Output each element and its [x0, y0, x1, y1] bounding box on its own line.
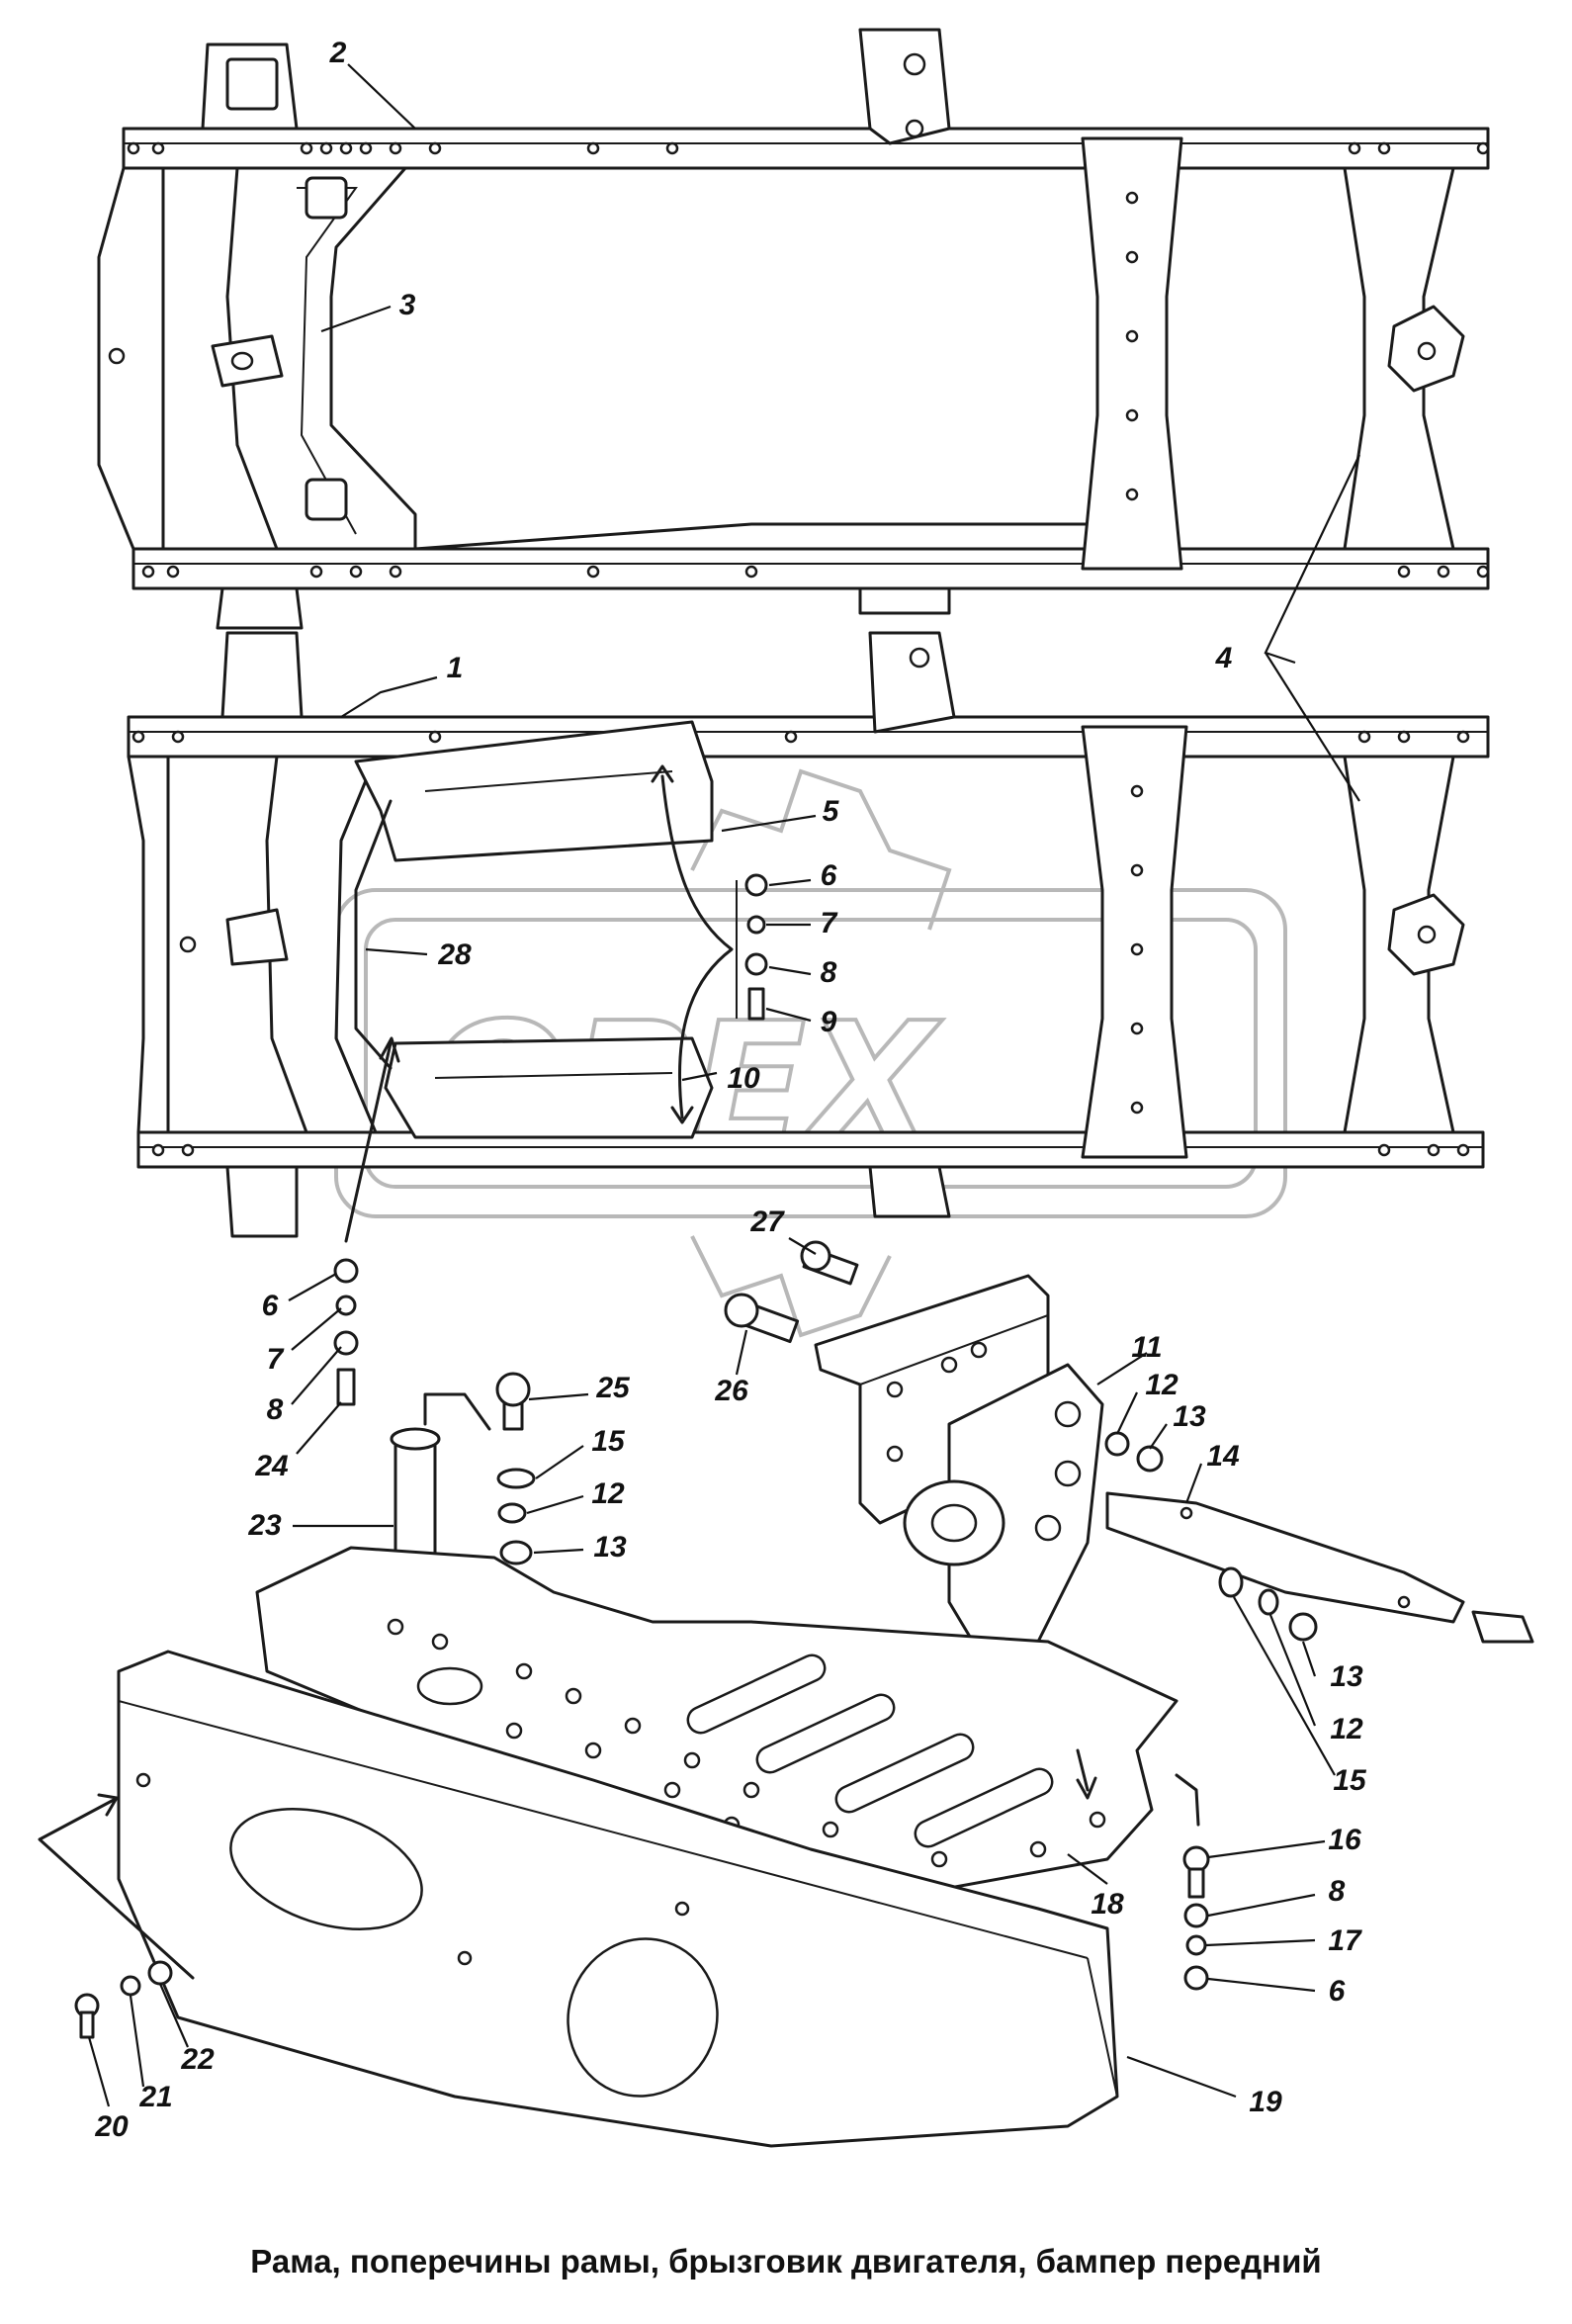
callouts: 2 3 4 1 5 6 7 8 9 28 10 27 6 7 8 24 26 1… [94, 37, 1367, 2143]
callout-23: 23 [247, 1509, 282, 1542]
callout-17: 17 [1328, 1924, 1362, 1957]
fastener-stack-right [1175, 1566, 1318, 1991]
callout-9: 9 [821, 1006, 837, 1038]
callout-22: 22 [180, 2043, 215, 2076]
lower-frame [127, 631, 1490, 1243]
callout-15-right: 15 [1333, 1764, 1367, 1797]
leader-lines [87, 63, 1360, 2107]
figure-caption: Рама, поперечины рамы, брызговик двигате… [250, 2243, 1322, 2279]
callout-19: 19 [1249, 2086, 1282, 2118]
callout-28: 28 [437, 939, 472, 971]
callout-26: 26 [714, 1375, 748, 1407]
callout-18: 18 [1091, 1888, 1124, 1921]
callout-12-mid: 12 [591, 1477, 625, 1510]
bumper-19 [38, 1650, 1119, 2148]
callout-25: 25 [595, 1372, 631, 1404]
callout-6-right: 6 [1329, 1975, 1346, 2008]
callout-3: 3 [399, 289, 416, 321]
callout-1: 1 [447, 652, 464, 684]
fastener-stack-left [333, 1258, 359, 1406]
bolts-26-27 [724, 1240, 859, 1344]
callout-12-bracket: 12 [1145, 1369, 1179, 1401]
callout-27: 27 [749, 1206, 785, 1238]
callout-11: 11 [1131, 1331, 1162, 1364]
lower-rail-holes [131, 730, 1470, 1157]
callout-21: 21 [138, 2081, 172, 2113]
callout-6-upper: 6 [821, 859, 837, 892]
callout-10: 10 [727, 1062, 760, 1095]
callout-6-left: 6 [262, 1290, 279, 1322]
callout-7-upper: 7 [821, 907, 838, 939]
callout-8-upper: 8 [821, 956, 837, 989]
callout-15-mid: 15 [591, 1425, 626, 1458]
callout-13-right: 13 [1330, 1660, 1363, 1693]
callout-16: 16 [1328, 1824, 1361, 1856]
upper-frame [97, 28, 1490, 630]
callout-4: 4 [1215, 642, 1233, 674]
callout-14: 14 [1206, 1440, 1240, 1473]
bracket-towhook [814, 1274, 1534, 1654]
callout-7-left: 7 [267, 1343, 285, 1376]
upper-rail-holes [127, 141, 1490, 579]
callout-20: 20 [94, 2110, 129, 2143]
callout-8-right: 8 [1329, 1875, 1346, 1908]
callout-13-mid: 13 [593, 1531, 627, 1564]
callout-13-bracket: 13 [1173, 1400, 1206, 1433]
callout-12-right: 12 [1330, 1713, 1363, 1745]
callout-2: 2 [329, 37, 347, 69]
mudguard-slots [686, 1654, 1054, 1848]
callout-8-left: 8 [267, 1393, 284, 1426]
fasteners-20-22 [74, 1960, 173, 2039]
callout-24: 24 [254, 1450, 289, 1482]
callout-5: 5 [823, 795, 840, 828]
